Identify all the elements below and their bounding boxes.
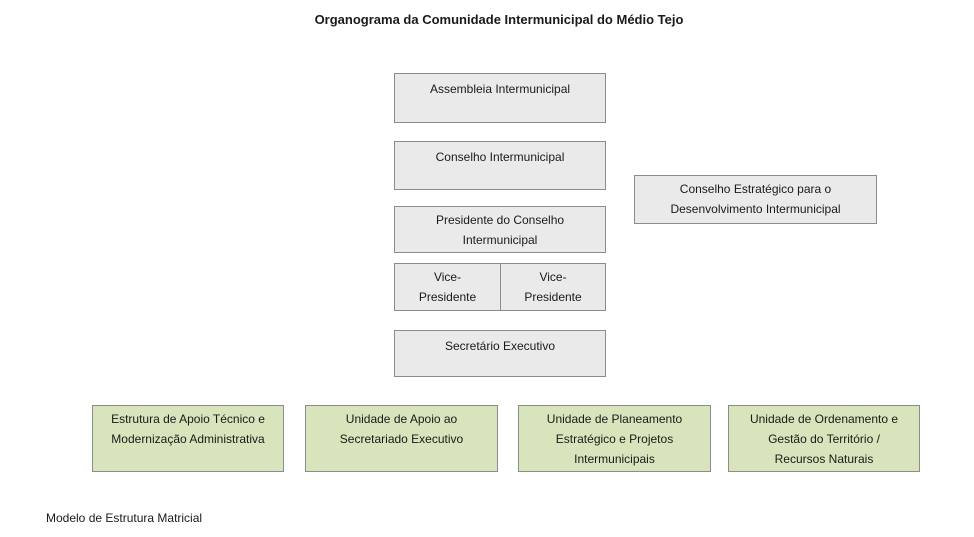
box-label-line: Gestão do Território / bbox=[768, 432, 880, 446]
box-label-line: Estratégico e Projetos bbox=[555, 432, 674, 446]
box-label: Assembleia Intermunicipal bbox=[429, 82, 571, 96]
box-label-line: Vice- bbox=[433, 270, 462, 284]
box-label-line: Desenvolvimento Intermunicipal bbox=[670, 202, 841, 216]
box-label: Secretário Executivo bbox=[444, 339, 556, 353]
box-secretario-executivo: Secretário Executivo bbox=[394, 330, 606, 377]
chart-title: Organograma da Comunidade Intermunicipal… bbox=[314, 12, 684, 27]
unit-box: Estrutura de Apoio Técnico e Modernizaçã… bbox=[92, 405, 284, 472]
box-assembleia: Assembleia Intermunicipal bbox=[394, 73, 606, 123]
box-vice-presidente-2: Vice- Presidente bbox=[500, 263, 606, 311]
box-conselho-estrategico: Conselho Estratégico para o Desenvolvime… bbox=[634, 175, 877, 224]
box-label-line: Recursos Naturais bbox=[774, 452, 874, 466]
box-label-line: Intermunicipal bbox=[462, 233, 538, 247]
box-label-line: Unidade de Ordenamento e bbox=[749, 412, 899, 426]
box-label-line: Unidade de Planeamento bbox=[546, 412, 683, 426]
box-label-line: Unidade de Apoio ao bbox=[345, 412, 458, 426]
box-label-line: Vice- bbox=[539, 270, 567, 284]
box-vice-presidente-1: Vice- Presidente bbox=[394, 263, 501, 311]
box-label-line: Modernização Administrativa bbox=[111, 432, 265, 446]
box-label-line: Presidente bbox=[524, 290, 582, 304]
footer-caption: Modelo de Estrutura Matricial bbox=[46, 511, 203, 525]
box-label-line: Secretariado Executivo bbox=[339, 432, 464, 446]
unit-box: Unidade de Planeamento Estratégico e Pro… bbox=[518, 405, 711, 472]
box-presidente: Presidente do Conselho Intermunicipal bbox=[394, 206, 606, 253]
box-label-line: Presidente bbox=[418, 290, 477, 304]
box-label-line: Intermunicipais bbox=[574, 452, 655, 466]
box-label-line: Estrutura de Apoio Técnico e bbox=[111, 412, 265, 426]
unit-box: Unidade de Apoio ao Secretariado Executi… bbox=[305, 405, 498, 472]
box-label-line: Conselho Estratégico para o bbox=[679, 182, 832, 196]
box-label: Conselho Intermunicipal bbox=[435, 150, 565, 164]
box-label-line: Presidente do Conselho bbox=[435, 213, 565, 227]
unit-box: Unidade de Ordenamento e Gestão do Terri… bbox=[728, 405, 920, 472]
box-conselho-intermunicipal: Conselho Intermunicipal bbox=[394, 141, 606, 190]
